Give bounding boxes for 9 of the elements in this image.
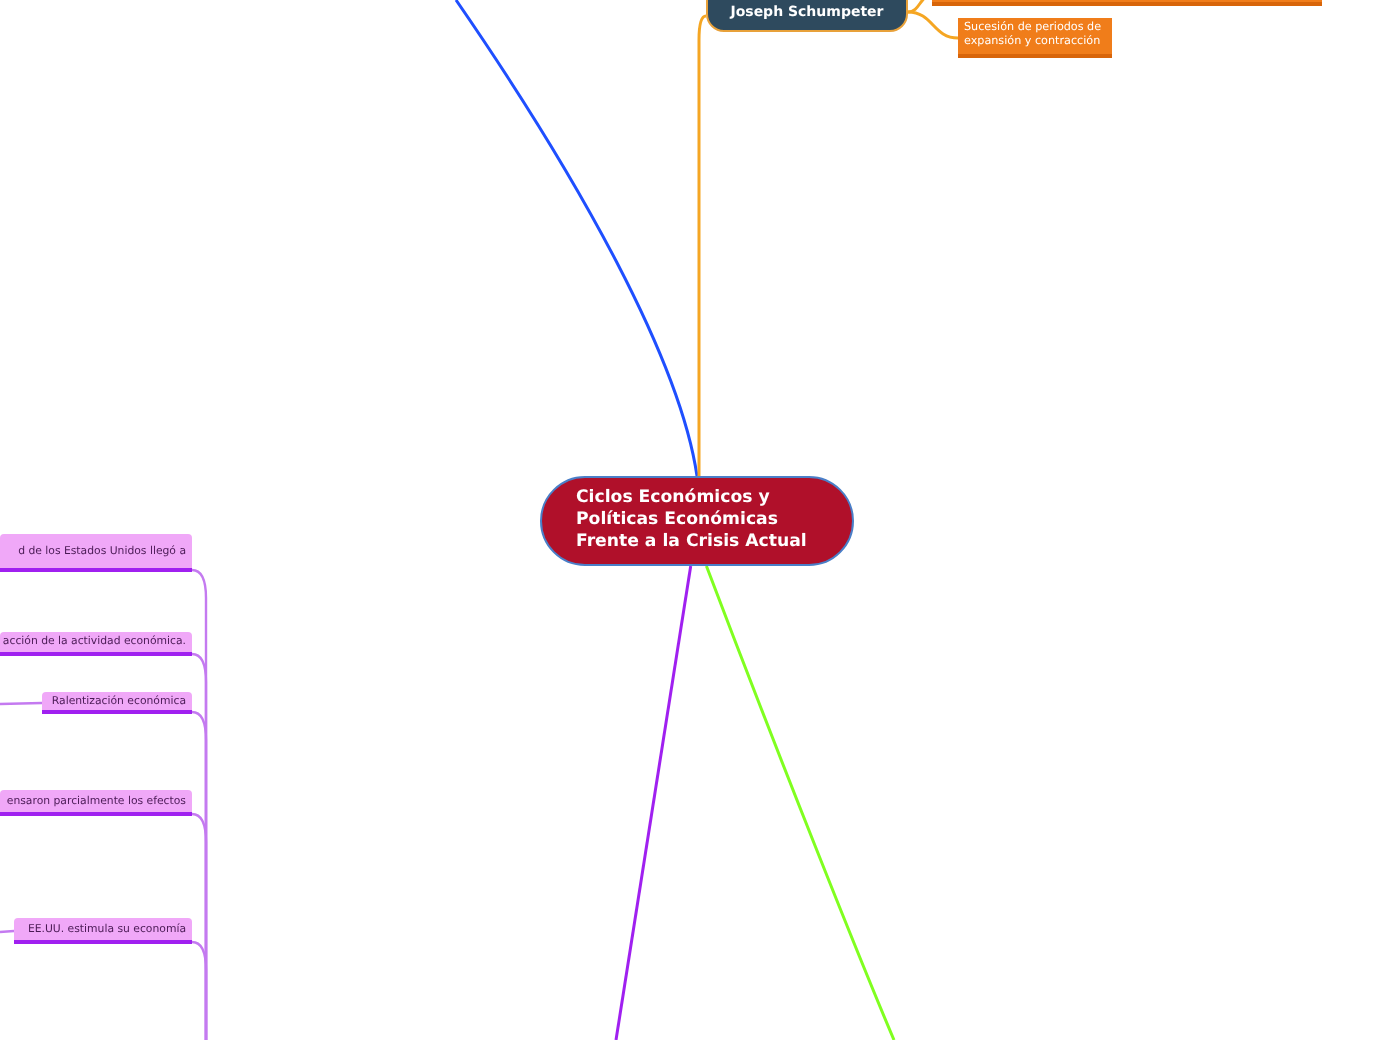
connector-line [454, 0, 699, 477]
connector-line [697, 14, 707, 476]
connector-line [0, 701, 43, 706]
connector-line [705, 565, 896, 1040]
connector-line [614, 565, 693, 1040]
central-topic: Ciclos Económicos y Políticas Económicas Frente a la Crisis Actual [540, 476, 854, 566]
connector-line [907, 10, 959, 40]
connector-line [191, 940, 208, 1040]
connector-line [0, 929, 15, 934]
